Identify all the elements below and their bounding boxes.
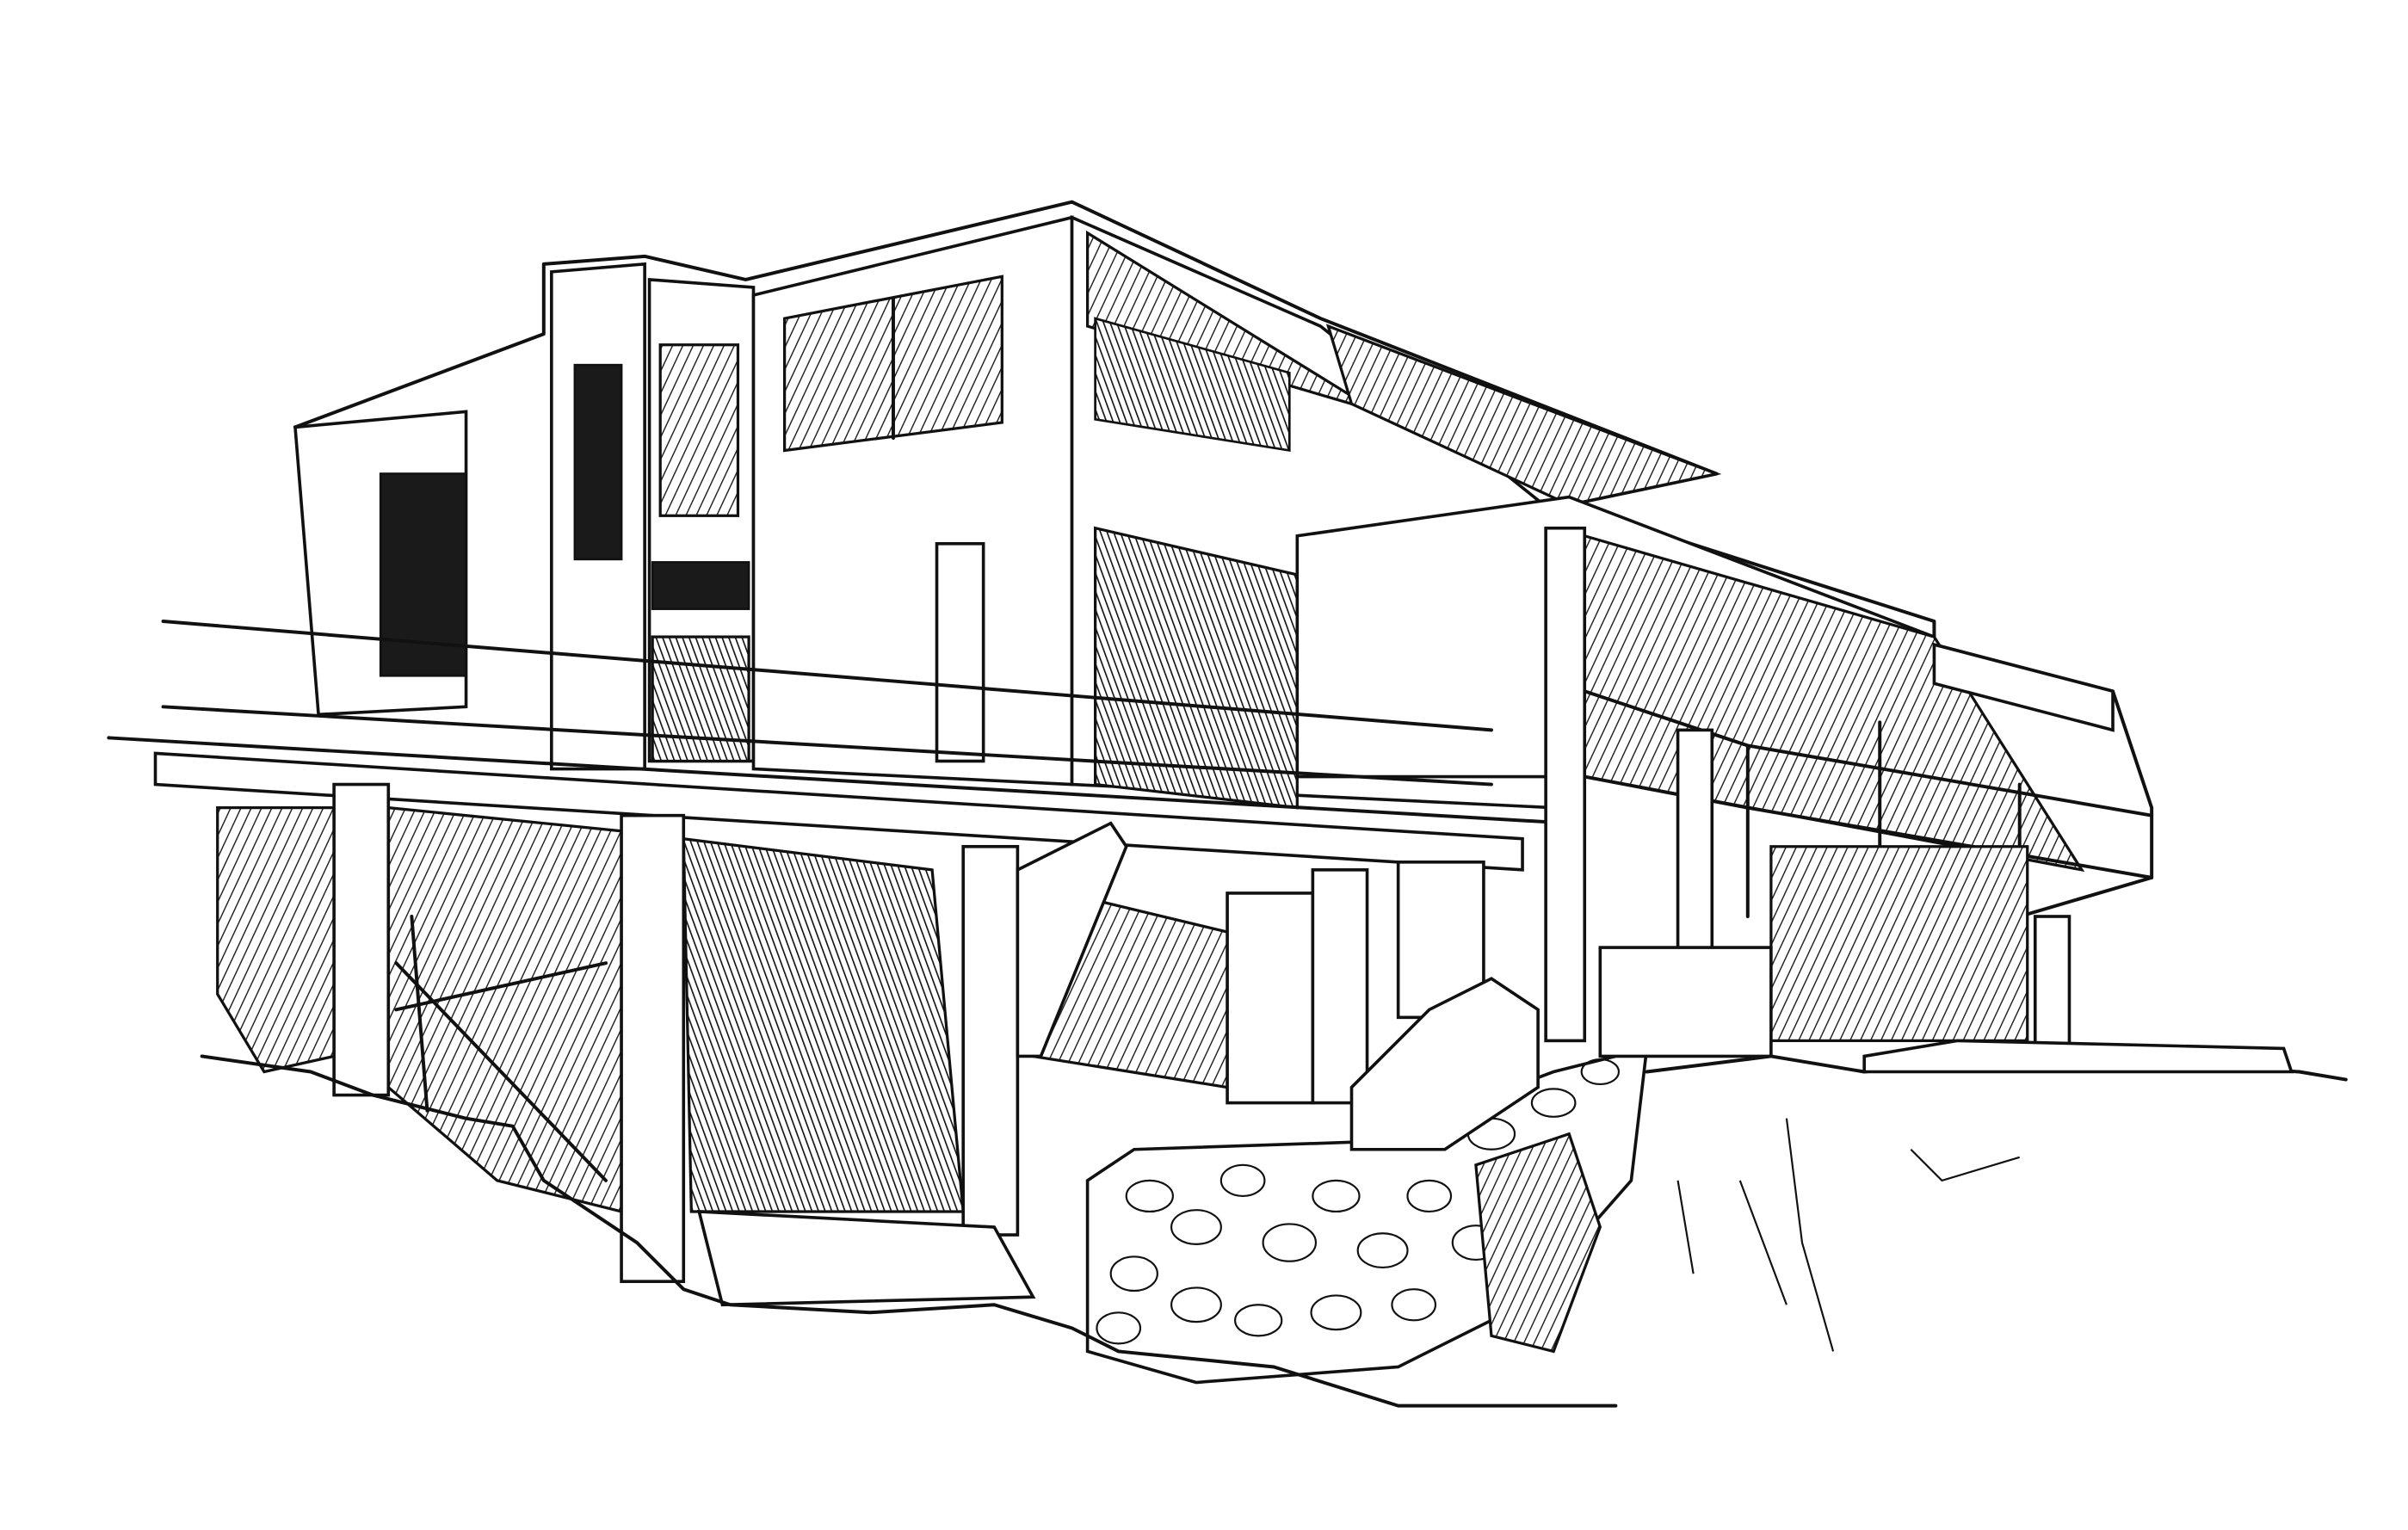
door-left (651, 635, 750, 763)
upper-storey (293, 200, 2154, 918)
window-bay (658, 343, 740, 517)
window-tall (573, 363, 623, 561)
post (332, 782, 391, 1097)
hillside-ground (200, 1039, 2348, 1408)
stilts-and-under-deck (153, 526, 2071, 1307)
clerestory-windows (1094, 317, 1291, 453)
